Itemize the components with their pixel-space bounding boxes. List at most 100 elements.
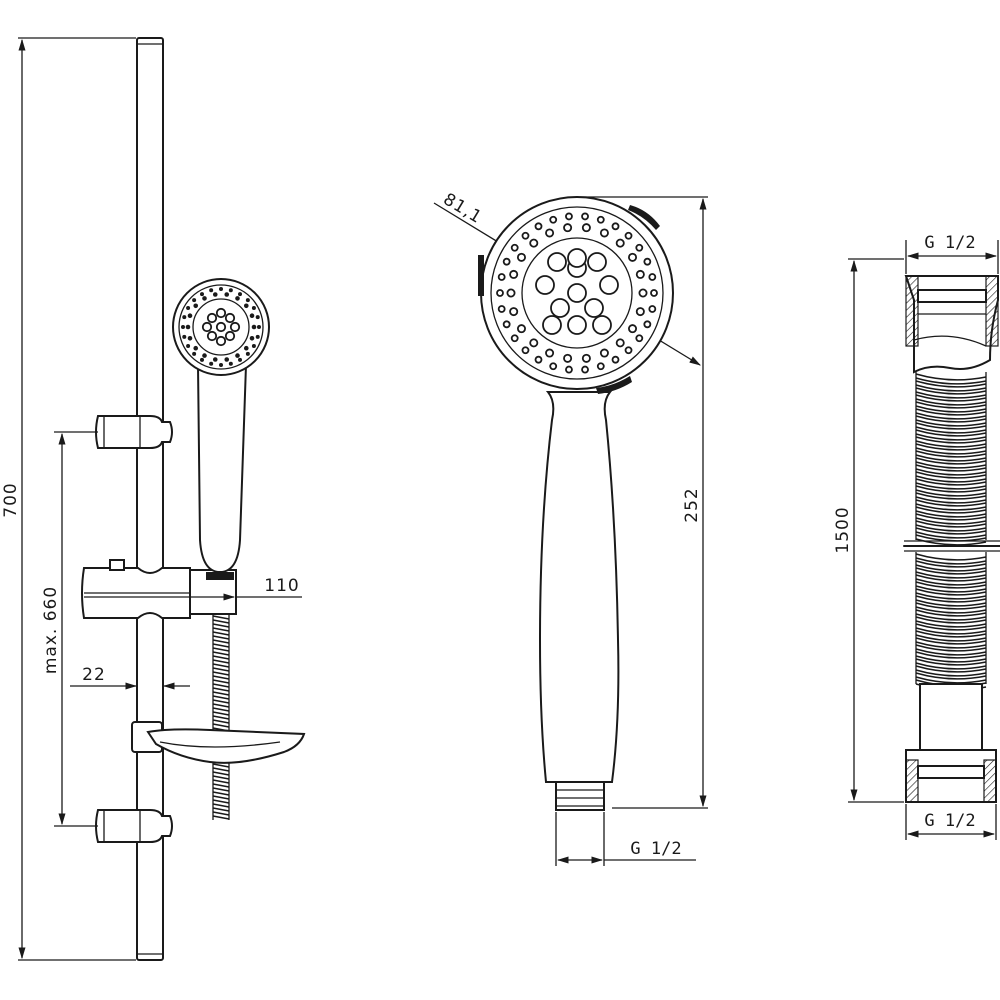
- hose-coil-turn: [915, 478, 987, 486]
- nozzle: [238, 357, 242, 362]
- hose-coil-turn: [212, 643, 230, 648]
- hose-coil-turn: [915, 630, 987, 638]
- nozzle: [592, 315, 612, 335]
- nozzle: [643, 320, 652, 329]
- max-height-dimension: max. 660: [41, 431, 98, 827]
- hose-coil-turn: [915, 513, 987, 521]
- hose-top-thread-dimension: G 1/2: [905, 233, 999, 274]
- large-shower-nozzles: [496, 212, 658, 374]
- hose-coil-turn: [915, 387, 987, 395]
- rail-length-label: 700: [1, 482, 21, 517]
- nozzle: [581, 212, 589, 221]
- shower-thread-connector: [555, 781, 605, 811]
- nozzle: [584, 298, 604, 318]
- hose-coil-turn: [915, 450, 987, 458]
- nozzle: [202, 353, 207, 358]
- nozzle: [534, 222, 543, 231]
- nozzle: [502, 257, 511, 266]
- hose-coil-turn: [212, 619, 230, 624]
- nozzle: [187, 335, 193, 341]
- hose-coil-turn: [915, 658, 987, 666]
- hose-coil-turn: [212, 719, 230, 724]
- hose-coil-turn: [212, 767, 230, 772]
- nozzle: [563, 353, 573, 363]
- head-diameter-label: 81,1: [439, 189, 485, 228]
- nozzle: [510, 334, 519, 343]
- handle-offset-dimension: 110: [84, 576, 302, 614]
- hose-coil-turn: [915, 553, 987, 561]
- hose-coil-turn: [915, 560, 987, 568]
- nozzle: [521, 231, 530, 240]
- nozzle: [545, 228, 555, 238]
- nozzle: [224, 312, 236, 324]
- nozzle: [624, 231, 633, 240]
- hose-coil-turn: [915, 429, 987, 437]
- hose-coil-turn: [915, 574, 987, 582]
- nozzle: [243, 303, 249, 309]
- nozzle: [635, 269, 645, 279]
- nozzle: [650, 289, 658, 297]
- hose-top-nut: [904, 275, 999, 374]
- hose-coil-turn: [915, 443, 987, 451]
- nozzle: [200, 292, 204, 297]
- nozzle: [181, 325, 185, 329]
- nozzle: [238, 292, 242, 297]
- hose-coil-turn: [915, 520, 987, 528]
- hose-coil-turn: [915, 665, 987, 673]
- nozzle: [185, 324, 191, 330]
- hose-coil-turn: [915, 623, 987, 631]
- hose-coil-turn: [212, 783, 230, 788]
- hose-coil-turn: [915, 581, 987, 589]
- hose-view: G 1/2 1500 G 1/2: [833, 233, 1000, 840]
- nozzle: [235, 296, 240, 301]
- hose-coil-turn: [212, 631, 230, 636]
- nozzle: [243, 345, 249, 351]
- nozzle: [549, 362, 558, 371]
- nozzle: [596, 362, 605, 371]
- nozzle: [587, 252, 607, 272]
- nozzle: [212, 292, 218, 297]
- nozzle: [648, 305, 657, 313]
- head-side-marks: [478, 255, 484, 296]
- nozzle: [219, 287, 223, 291]
- nozzle: [545, 348, 555, 358]
- nozzle: [599, 348, 609, 358]
- hose-coil-turn: [915, 471, 987, 479]
- nozzle: [529, 238, 539, 248]
- nozzle: [567, 315, 587, 335]
- hose-coil-turn: [212, 711, 230, 716]
- hose-bottom-thread-label: G 1/2: [924, 811, 975, 831]
- rail-diameter-label: 22: [82, 665, 106, 685]
- nozzle: [565, 212, 573, 221]
- hose-coil-turn: [212, 659, 230, 664]
- nozzle: [542, 315, 562, 335]
- hose-coil-turn: [915, 408, 987, 416]
- nozzle: [638, 288, 648, 298]
- hose-coil-turn: [212, 795, 230, 800]
- nozzle: [206, 312, 218, 324]
- hose-coil-turn: [915, 595, 987, 603]
- max-height-label: max. 660: [41, 586, 61, 674]
- hose-coil-turn: [212, 703, 230, 708]
- hose-coil-turn: [915, 567, 987, 575]
- nozzle: [567, 248, 587, 268]
- nozzle: [201, 321, 213, 333]
- hose-coil-turn: [212, 667, 230, 672]
- nozzle: [628, 324, 638, 334]
- nozzle: [529, 338, 539, 348]
- hose-coil-turn: [915, 380, 987, 388]
- nozzle: [596, 215, 605, 224]
- nozzle: [516, 324, 526, 334]
- nozzle: [567, 283, 587, 303]
- hose-coil-turn: [915, 485, 987, 493]
- nozzle: [509, 307, 519, 317]
- hose-coil-turn: [212, 715, 230, 720]
- nozzle: [534, 355, 543, 364]
- hose-coil-turn: [212, 807, 230, 812]
- nozzle: [182, 315, 187, 320]
- hose-coil-turn: [915, 616, 987, 624]
- hose-coil-turn: [915, 602, 987, 610]
- hose-coil-turn: [212, 815, 230, 820]
- hose-top-thread-label: G 1/2: [924, 233, 975, 253]
- nozzle: [245, 351, 250, 356]
